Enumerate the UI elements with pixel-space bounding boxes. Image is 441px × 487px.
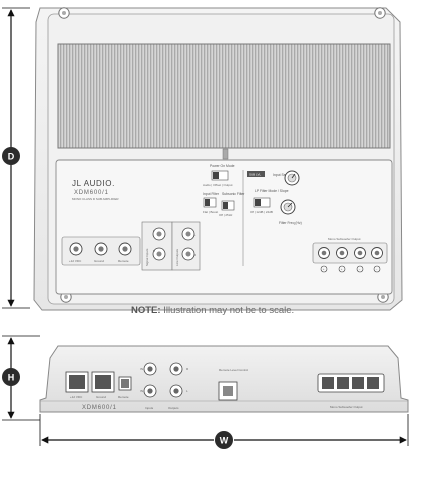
side-out-label: Mono Subwoofer Output — [330, 405, 363, 409]
speaker-terminal-icon[interactable] — [318, 247, 383, 259]
out-channel-l-label: L — [194, 233, 196, 237]
side-model-name: XDM600/1 — [82, 405, 117, 411]
power-on-mode-switch[interactable] — [211, 170, 229, 181]
note-bold: NOTE: — [131, 305, 161, 316]
side-label-12v: +12 VDC — [70, 395, 83, 399]
side-rca-label: R — [186, 367, 189, 371]
sub-level-tag-text: SUB LVL — [249, 173, 261, 177]
input-filter-value: Flat | Boost — [203, 210, 218, 214]
brand-logo: JL AUDIO. — [72, 179, 115, 188]
depth-label: D — [8, 151, 15, 161]
height-badge — [2, 368, 20, 386]
side-rca-label: L — [186, 389, 188, 393]
height-dimension: H — [2, 335, 40, 421]
side-outputs-label: Outputs — [168, 406, 179, 410]
side-inputs-label: Inputs — [145, 406, 154, 410]
model-name: XDM600/1 — [74, 190, 109, 196]
side-chassis — [39, 345, 409, 413]
heatsink — [57, 43, 391, 149]
remote-level-label: Remote Level Control — [219, 368, 248, 372]
polarity-sign: + — [323, 267, 325, 271]
lp-filter-switch[interactable] — [253, 197, 271, 208]
side-rca-label: IN — [140, 367, 143, 371]
polarity-icons — [320, 265, 381, 273]
model-subtitle: MONO CLASS D SUB AMPLIFIER — [72, 197, 119, 201]
side-rca-label: IN — [140, 389, 143, 393]
side-label-ground: Ground — [96, 395, 106, 399]
depth-badge — [2, 147, 20, 165]
depth-dimension: D — [2, 7, 30, 309]
lp-filter-label: LP Filter Mode / Slope — [255, 189, 289, 193]
channel-r-label: R — [153, 249, 156, 253]
polarity-sign: − — [376, 267, 378, 271]
channel-l-label: L — [153, 229, 155, 233]
power-label-12v: +12 VDC — [69, 259, 82, 263]
width-badge — [215, 431, 233, 449]
lp-filter-value: Off | 12dB | 24dB — [250, 210, 273, 214]
power-label-ground: Ground — [94, 259, 104, 263]
outputs-vertical-label: Line Outputs — [175, 248, 179, 266]
inputs-vertical-label: Signal Inputs — [145, 248, 149, 266]
power-on-mode-options: Audio | Offset | Output — [203, 183, 233, 187]
side-view: XDM600/1 +12 VDC Ground Remote IN R IN L… — [39, 345, 409, 413]
out-channel-r-label: R — [194, 253, 197, 257]
power-label-remote: Remote — [118, 259, 129, 263]
polarity-sign: + — [341, 267, 343, 271]
power-on-mode-label: Power On Mode — [210, 164, 235, 168]
side-label-remote: Remote — [118, 395, 129, 399]
polarity-sign: − — [359, 267, 361, 271]
input-filter-label: Input Filter — [203, 192, 220, 196]
subsonic-filter-value: Off | 25Hz — [219, 213, 233, 217]
note-text: Illustration may not be to scale. — [161, 305, 295, 316]
speaker-terminal-block — [312, 242, 388, 264]
top-view: JL AUDIO. XDM600/1 MONO CLASS D SUB AMPL… — [33, 7, 403, 311]
filter-freq-knob[interactable] — [280, 199, 296, 215]
input-sens-label: Input Sens. — [273, 173, 290, 177]
side-speaker-terminal-icon[interactable] — [322, 377, 379, 389]
width-label: W — [220, 435, 229, 445]
sub-level-tag — [247, 171, 265, 177]
height-label: H — [8, 372, 15, 382]
filter-freq-label: Filter Freq (Hz) — [279, 221, 302, 225]
power-terminal-icon[interactable] — [69, 242, 132, 256]
side-rca-jack-icon[interactable] — [143, 362, 183, 398]
input-sens-knob[interactable] — [284, 170, 300, 186]
rca-jack-icon[interactable] — [152, 227, 195, 261]
mono-out-label: Mono Subwoofer Output — [328, 237, 361, 241]
width-dimension: W — [39, 414, 409, 449]
scale-note: NOTE: Illustration may not be to scale. — [131, 305, 294, 316]
subsonic-filter-label: Subsonic Filter — [222, 192, 245, 196]
